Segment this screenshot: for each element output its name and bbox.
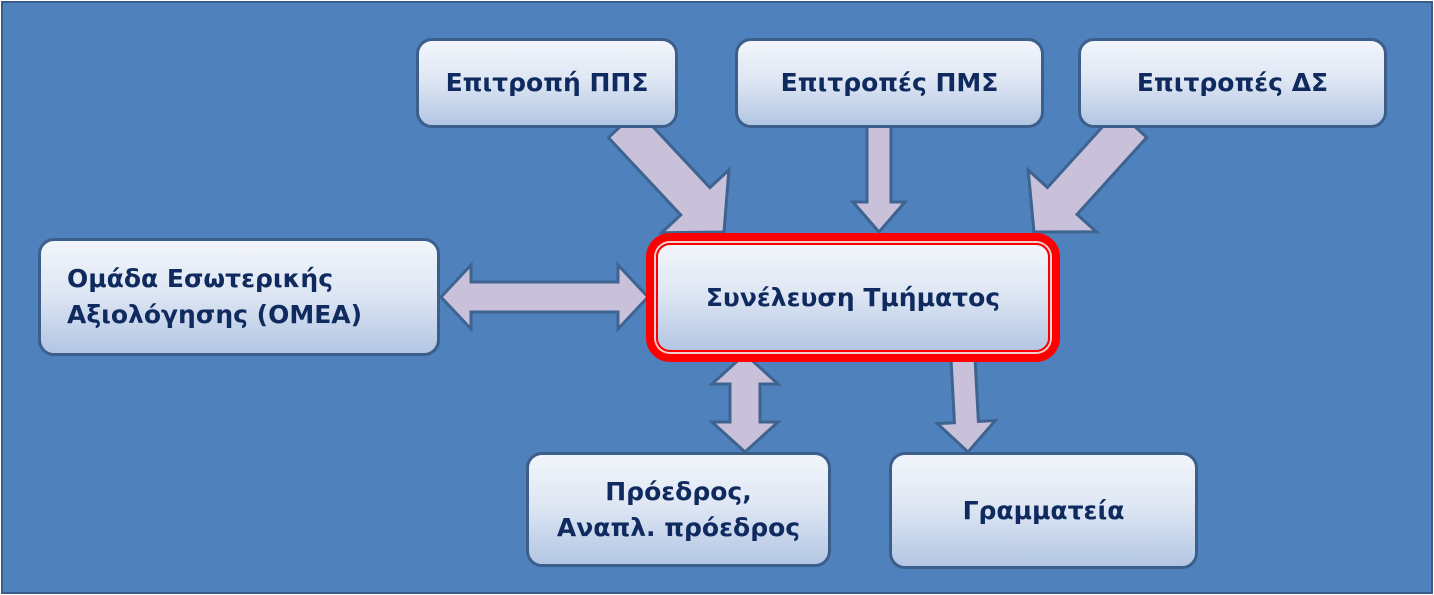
arrow-assembly-president (708, 351, 782, 455)
box-committees-pms: Επιτροπές ΠΜΣ (735, 38, 1044, 128)
box-label: Επιτροπές ΔΣ (1136, 68, 1329, 97)
box-label-line1: Πρόεδρος, (605, 476, 752, 506)
box-label-line2: Αναπλ. πρόεδρος (556, 512, 801, 542)
box-label-line1: Ομάδα Εσωτερικής (67, 264, 334, 293)
arrow-assembly-secretariat (933, 355, 999, 455)
box-label-line2: Αξιολόγησης (ΟΜΕΑ) (67, 300, 363, 329)
box-committee-pps: Επιτροπή ΠΠΣ (416, 38, 678, 128)
arrow-omea-assembly (438, 261, 651, 333)
box-label: Επιτροπές ΠΜΣ (780, 68, 999, 97)
arrow-ds-to-assembly (1026, 108, 1149, 234)
box-label: Επιτροπή ΠΠΣ (445, 68, 649, 97)
box-committees-ds: Επιτροπές ΔΣ (1078, 38, 1387, 128)
box-omea: Ομάδα Εσωτερικής Αξιολόγησης (ΟΜΕΑ) (38, 238, 440, 356)
arrow-pps-to-assembly (606, 108, 731, 235)
box-label: Γραμματεία (962, 495, 1125, 525)
box-label: Συνέλευση Τμήματος (705, 282, 1001, 312)
box-president: Πρόεδρος, Αναπλ. πρόεδρος (526, 452, 831, 567)
arrow-pms-to-assembly (849, 122, 909, 235)
box-secretariat: Γραμματεία (889, 452, 1198, 569)
box-department-assembly: Συνέλευση Τμήματος (656, 243, 1050, 352)
